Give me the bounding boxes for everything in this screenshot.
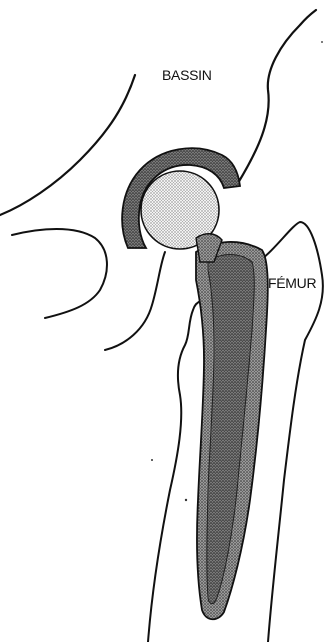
scan-speck (151, 459, 153, 461)
label-femur: FÉMUR (268, 275, 316, 291)
pelvis-inner-arc (12, 229, 107, 318)
pelvis-ischium-outline (105, 252, 165, 350)
label-pelvis: BASSIN (162, 67, 212, 83)
scan-speck (321, 41, 323, 43)
scan-speck (185, 499, 187, 501)
pelvis-right-wing-outline (238, 10, 316, 183)
pelvis-left-wing-outline (0, 75, 135, 215)
